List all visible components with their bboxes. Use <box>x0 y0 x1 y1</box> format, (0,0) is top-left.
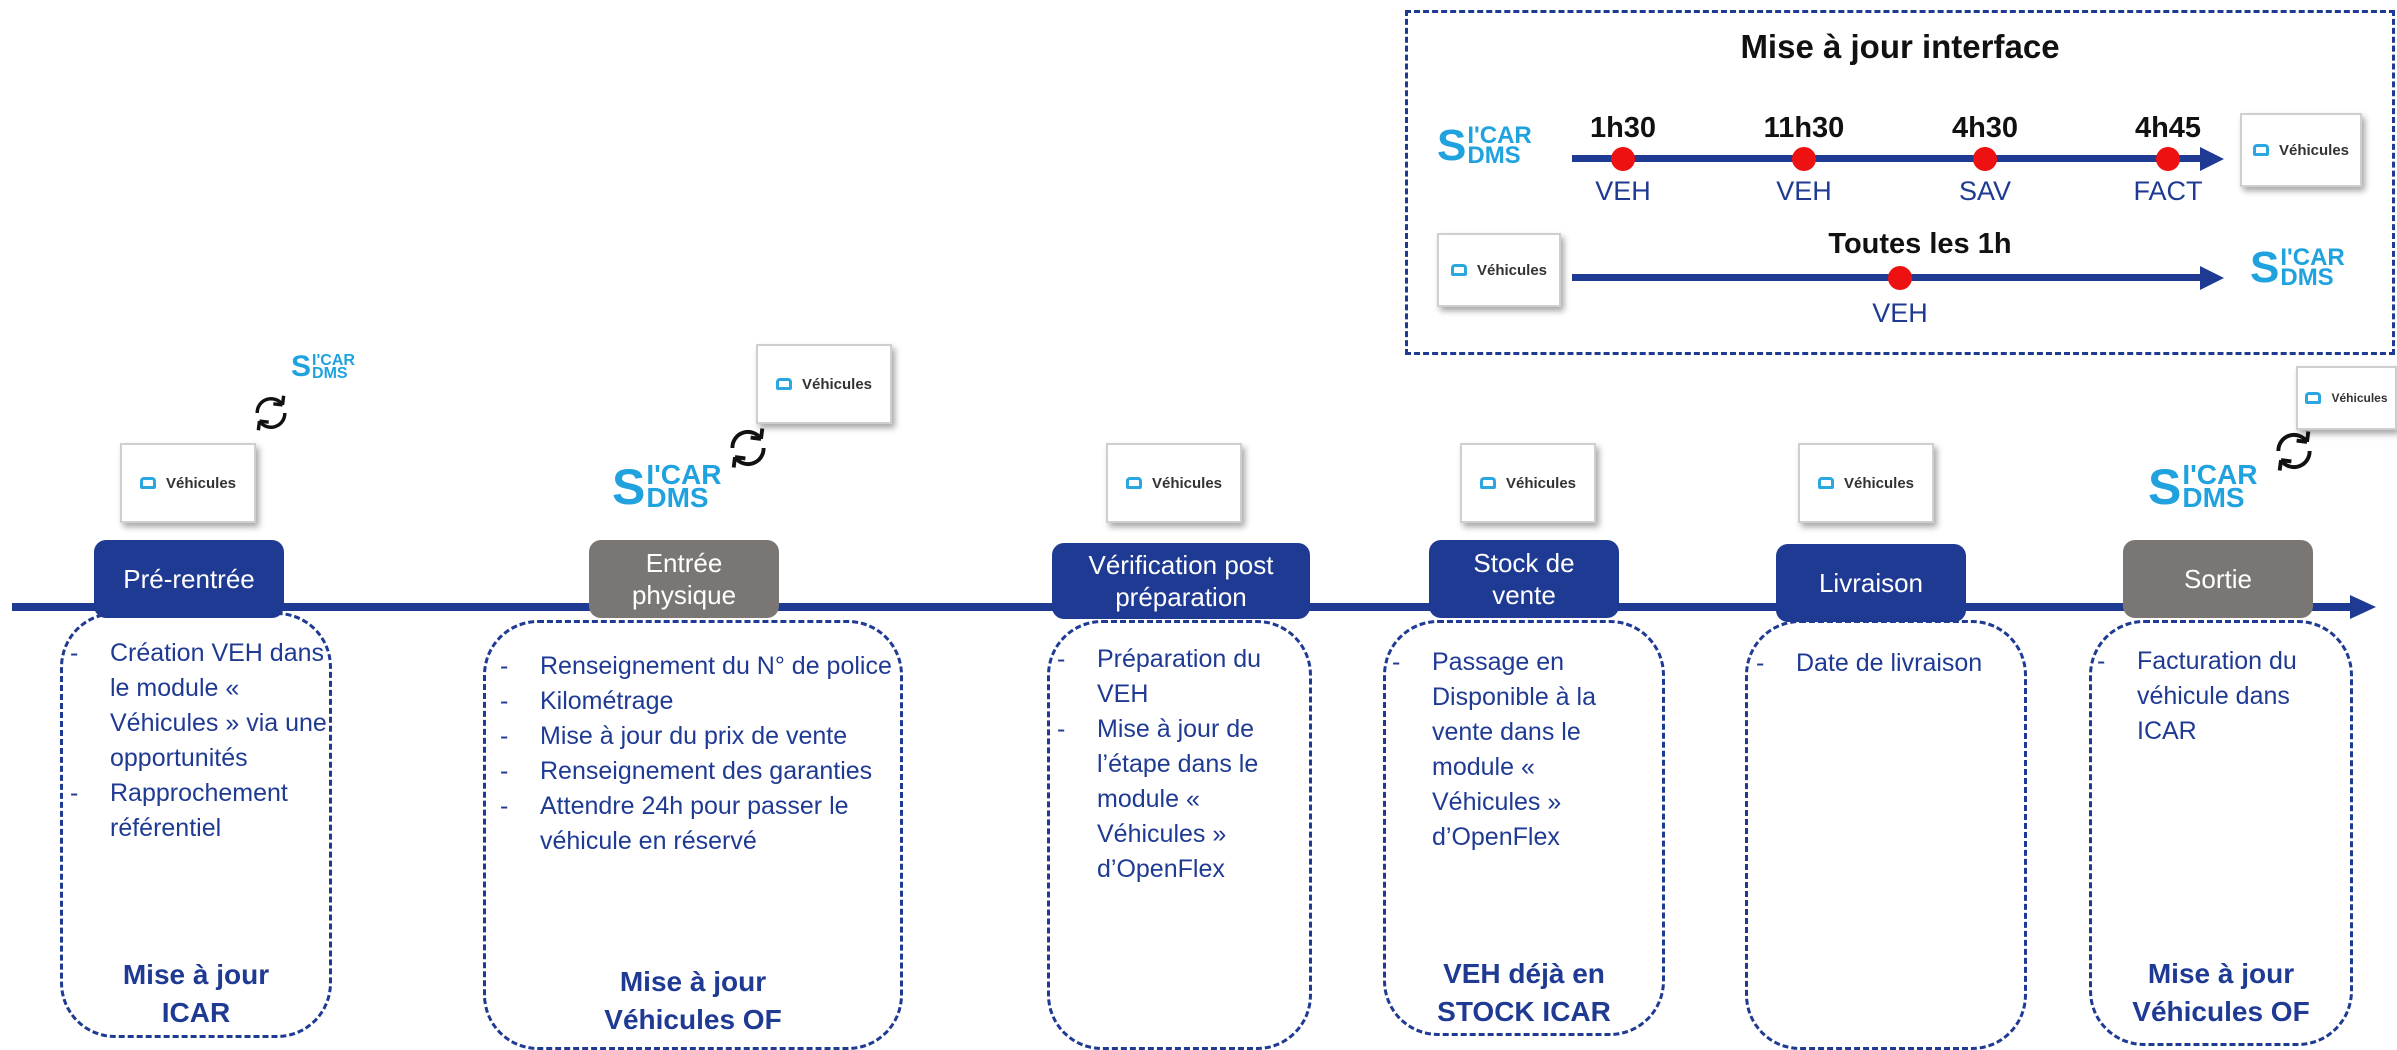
stage-items: Facturation du véhicule dans ICAR <box>2089 644 2329 749</box>
car-icon <box>1479 477 1496 489</box>
list-item: Mise à jour du prix de vente <box>492 719 892 754</box>
car-icon <box>2305 392 2322 404</box>
sync-point <box>1792 147 1816 171</box>
list-item: Facturation du véhicule dans ICAR <box>2089 644 2329 749</box>
sync-point <box>2156 147 2180 171</box>
stage-entree-physique: Entrée physique <box>589 540 779 618</box>
vehicules-card: Véhicules <box>756 344 892 424</box>
point-label: VEH <box>1776 176 1832 206</box>
interface-row1-arrowhead <box>2200 147 2224 171</box>
car-icon <box>1125 477 1142 489</box>
sync-icon <box>2276 431 2312 471</box>
vehicules-card: Véhicules <box>2240 113 2362 187</box>
time-label: 1h30 <box>1589 112 1657 144</box>
vehicules-card: Véhicules <box>1460 443 1596 523</box>
car-icon <box>1817 477 1834 489</box>
list-item: Date de livraison <box>1748 646 2018 681</box>
stage-detail-bubble <box>1745 620 2027 1050</box>
list-item: Renseignement des garanties <box>492 754 892 789</box>
point-label: SAV <box>1958 176 2012 206</box>
sync-icon <box>730 428 766 468</box>
list-item: Rapprochement référentiel <box>62 776 327 846</box>
stage-pre-rentree: Pré-rentrée <box>94 540 284 618</box>
main-timeline-arrowhead <box>2350 595 2376 619</box>
vehicules-card: Véhicules <box>1106 443 1242 523</box>
list-item: Création VEH dans le module « Véhicules … <box>62 636 327 776</box>
list-item: Passage en Disponible à la vente dans le… <box>1384 645 1624 855</box>
interface-title: Mise à jour interface <box>1740 28 2060 65</box>
stage-verification-post-preparation: Vérification post préparation <box>1052 543 1310 619</box>
stage-items: Création VEH dans le module « Véhicules … <box>62 636 327 846</box>
point-label: FACT <box>2133 176 2203 206</box>
interface-row2-arrowhead <box>2200 266 2224 290</box>
list-item: Préparation du VEH <box>1049 642 1289 712</box>
sync-point <box>1888 266 1912 290</box>
point-label: VEH <box>1595 176 1651 206</box>
stage-items: Préparation du VEH Mise à jour de l’étap… <box>1049 642 1289 887</box>
list-item: Renseignement du N° de police <box>492 649 892 684</box>
stage-items: Passage en Disponible à la vente dans le… <box>1384 645 1624 855</box>
time-label: 4h45 <box>2134 112 2202 144</box>
car-icon <box>775 378 792 390</box>
interface-row1-line <box>1572 155 2202 162</box>
vehicules-card: Véhicules <box>2296 366 2397 430</box>
interface-update-box <box>1405 10 2395 355</box>
car-icon <box>1450 264 1467 276</box>
point-label: VEH <box>1872 298 1928 328</box>
list-item: Attendre 24h pour passer le véhicule en … <box>492 789 892 859</box>
stage-items: Renseignement du N° de police Kilométrag… <box>492 649 892 859</box>
car-icon <box>2252 144 2269 156</box>
sync-icon <box>255 395 287 431</box>
list-item: Kilométrage <box>492 684 892 719</box>
stage-livraison: Livraison <box>1776 544 1966 622</box>
vehicules-card: Véhicules <box>1437 233 1561 307</box>
stage-sortie: Sortie <box>2123 540 2313 618</box>
stage-items: Date de livraison <box>1748 646 2018 681</box>
vehicules-card: Véhicules <box>120 443 256 523</box>
interface-row2-line <box>1572 274 2202 281</box>
stage-stock-de-vente: Stock de vente <box>1429 540 1619 618</box>
vehicules-card: Véhicules <box>1798 443 1934 523</box>
sync-point <box>1611 147 1635 171</box>
time-label: 4h30 <box>1951 112 2019 144</box>
sync-point <box>1973 147 1997 171</box>
interval-caption: Toutes les 1h <box>1828 228 2012 260</box>
time-label: 11h30 <box>1763 112 1845 144</box>
car-icon <box>139 477 156 489</box>
list-item: Mise à jour de l’étape dans le module « … <box>1049 712 1289 887</box>
